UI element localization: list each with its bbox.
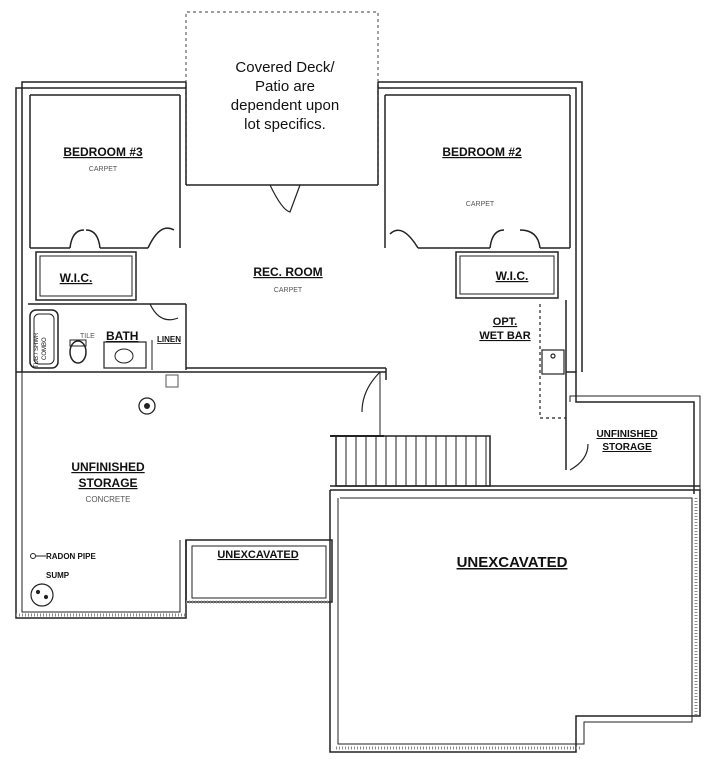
deck-note-line-3: dependent upon xyxy=(231,97,339,114)
rec-room-door xyxy=(269,184,301,213)
rec-room-floor: CARPET xyxy=(274,287,303,294)
bedroom-2 xyxy=(384,94,571,249)
sump-pit xyxy=(30,583,54,607)
unexcavated-small xyxy=(185,539,333,604)
unfinished-storage-right-line-1: UNFINISHED xyxy=(596,429,657,440)
wic-left-label: W.I.C. xyxy=(60,271,93,285)
deck-note-line-4: lot specifics. xyxy=(244,116,326,133)
rec-room-label: REC. ROOM xyxy=(253,265,322,279)
linen-label: LINEN xyxy=(157,335,181,344)
wet-bar xyxy=(539,300,567,470)
water-heater xyxy=(138,397,156,415)
sump-label: SUMP xyxy=(46,571,70,580)
bedroom-3-floor: CARPET xyxy=(89,166,118,173)
unexcavated-large xyxy=(329,485,701,753)
unexcavated-small-label: UNEXCAVATED xyxy=(217,549,298,561)
wic-right-label: W.I.C. xyxy=(496,269,529,283)
wet-bar-label-line-1: OPT. xyxy=(493,316,517,328)
unfinished-storage-left-line-2: STORAGE xyxy=(78,476,137,490)
radon-pipe-label: RADON PIPE xyxy=(46,552,96,561)
exterior-walls xyxy=(15,81,583,372)
bath-label: BATH xyxy=(106,329,138,343)
bedroom-2-label: BEDROOM #2 xyxy=(442,145,522,159)
bath-floor: TILE xyxy=(80,333,95,340)
deck-note-line-2: Patio are xyxy=(255,78,315,95)
deck-note-line-1: Covered Deck/ xyxy=(235,59,335,76)
wet-bar-label-line-2: WET BAR xyxy=(479,330,530,342)
wic-left xyxy=(35,251,137,301)
unfinished-storage-left-line-1: UNFINISHED xyxy=(71,460,145,474)
mechanical-box xyxy=(165,374,179,388)
stairs xyxy=(330,435,491,487)
bedroom-2-floor: CARPET xyxy=(466,201,495,208)
bedroom-3 xyxy=(29,94,181,249)
radon-pipe xyxy=(30,553,46,559)
bath xyxy=(28,303,187,370)
wic-right xyxy=(455,251,559,299)
tub-label-line-2: COMBO xyxy=(42,337,48,360)
unfinished-storage-right-line-2: STORAGE xyxy=(602,442,652,453)
storage-divider-wall xyxy=(16,367,387,436)
unfinished-storage-right xyxy=(566,371,701,494)
bedroom-3-label: BEDROOM #3 xyxy=(63,145,143,159)
unfinished-storage-left-floor: CONCRETE xyxy=(86,495,131,504)
unexcavated-large-label: UNEXCAVATED xyxy=(457,554,568,571)
tub-label-line-1: TUB / SHWR xyxy=(34,332,40,368)
